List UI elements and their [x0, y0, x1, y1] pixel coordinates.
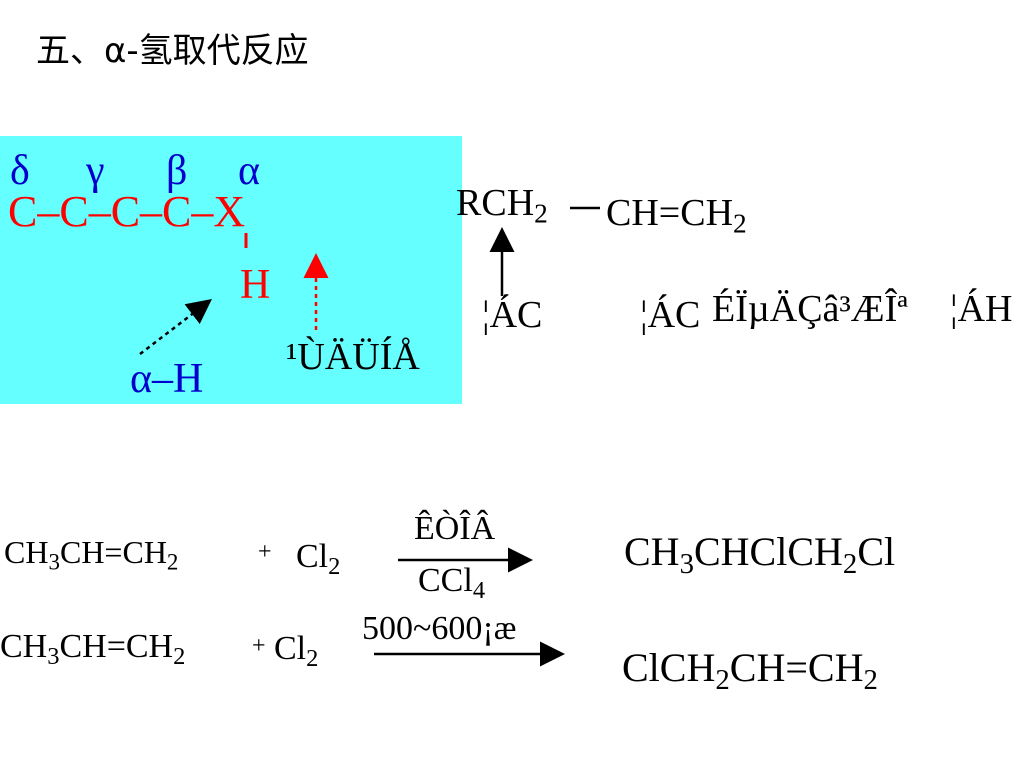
- beta-label: β: [166, 148, 188, 194]
- alpha-h-label: α–H: [130, 356, 204, 402]
- functional-group-label: ¹ÙÄÜÍÅ: [286, 336, 420, 378]
- gamma-label: γ: [86, 148, 105, 194]
- product-dichloropropane: CH3CHClCH2Cl: [624, 529, 896, 581]
- page-title: 五、α-氢取代反应: [36, 31, 309, 71]
- alpha-label: α: [238, 148, 261, 194]
- reagent-chlorine-2: Cl2: [274, 630, 319, 672]
- product-allyl-chloride: ClCH2CH=CH2: [622, 645, 878, 697]
- rch2-group: RCH2: [456, 182, 548, 229]
- alpha-carbon-label: ¦ÁC: [482, 294, 543, 336]
- delta-label: δ: [10, 148, 30, 194]
- reagent-chlorine: Cl2: [296, 538, 341, 580]
- alpha-hydrogen-text: ÉÏµÄÇâ³ÆÎª: [712, 288, 908, 330]
- vinyl-group: CH=CH2: [606, 192, 747, 239]
- reactant-propene: CH3CH=CH2: [4, 534, 179, 575]
- highlight-panel: [0, 136, 462, 404]
- plus-sign-2: +: [252, 633, 266, 659]
- carbon-chain: C–C–C–C–X: [8, 187, 246, 236]
- condition-solvent: CCl4: [418, 562, 486, 604]
- condition-high-temp: 500~600¡æ: [362, 610, 517, 647]
- alpha-carbon-label-2: ¦ÁC: [640, 294, 701, 336]
- condition-room-temp: ÊÒÎÂ: [414, 510, 496, 547]
- alpha-h-arrow: [139, 298, 212, 355]
- alpha-h-label-2: ¦ÁH: [950, 288, 1013, 330]
- reactant-propene-2: CH3CH=CH2: [0, 628, 186, 670]
- hydrogen-atom: H: [240, 262, 271, 308]
- plus-sign: +: [258, 539, 272, 565]
